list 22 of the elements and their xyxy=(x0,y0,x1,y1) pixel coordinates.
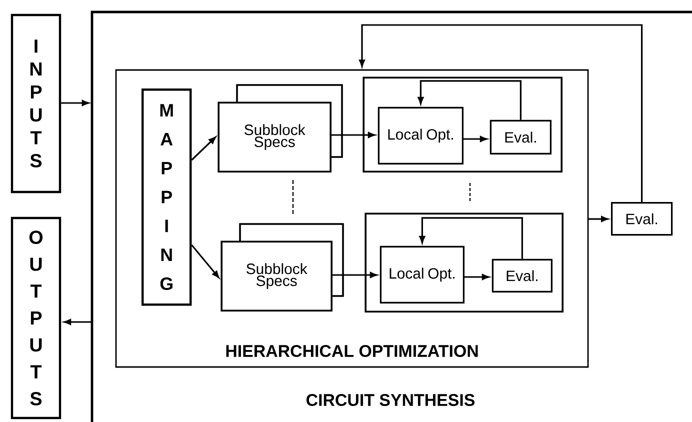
arrow xyxy=(332,272,378,278)
arrow xyxy=(61,100,90,106)
arrow xyxy=(332,132,376,138)
process-box: Local Opt. xyxy=(378,106,464,164)
arrow xyxy=(191,136,216,161)
process-box: Eval. xyxy=(611,202,673,236)
label-box: MAPPING xyxy=(142,88,192,306)
arrow xyxy=(191,244,220,278)
arrow xyxy=(419,217,523,259)
arrow xyxy=(464,274,490,280)
label-box: INPUTS xyxy=(10,14,62,194)
arrow xyxy=(464,136,488,142)
arrow xyxy=(64,319,92,325)
process-box: Local Opt. xyxy=(380,246,464,304)
stacked-box: Subblock Specs xyxy=(218,84,343,172)
process-box: Eval. xyxy=(490,120,552,154)
process-box: Eval. xyxy=(492,258,552,292)
arrow xyxy=(588,216,608,222)
arrow xyxy=(359,24,643,202)
label-box: OUTPUTS xyxy=(10,216,62,420)
arrow xyxy=(418,80,522,120)
stacked-box: Subblock Specs xyxy=(220,223,344,312)
